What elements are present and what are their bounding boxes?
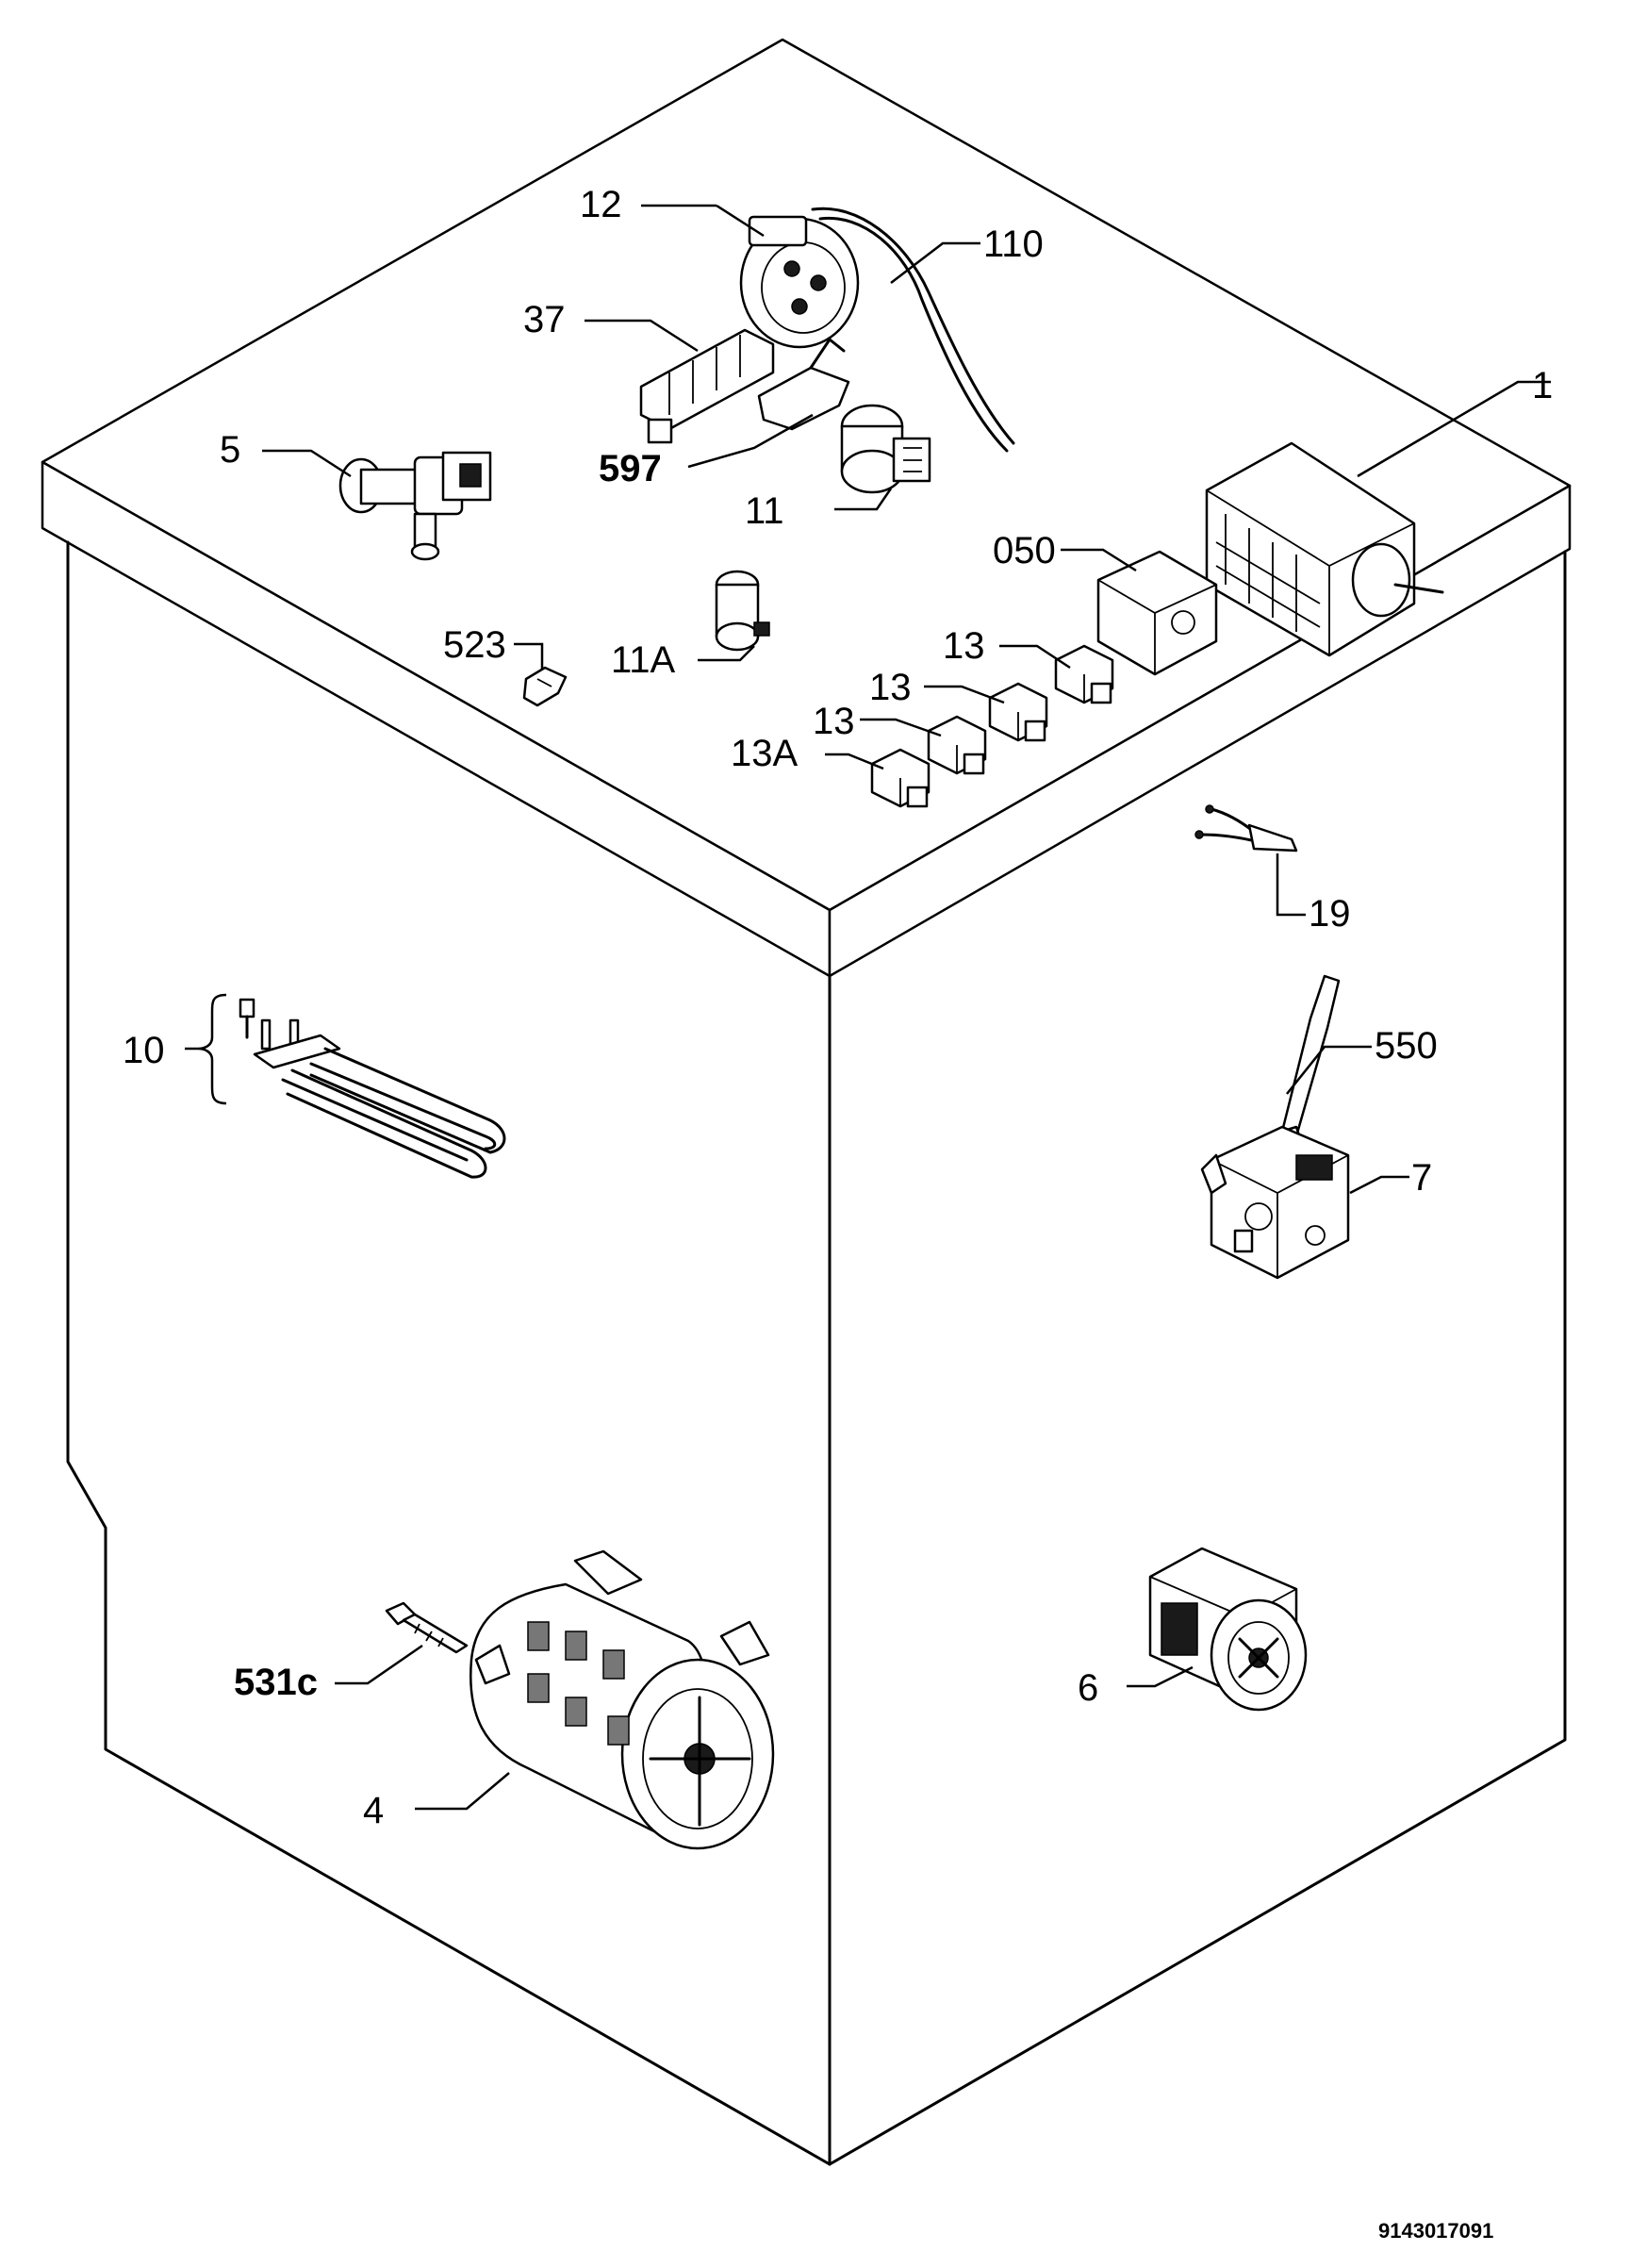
part-523-clip (522, 666, 568, 707)
part-4-motor (469, 1549, 775, 1850)
part-13-connector-1 (1054, 644, 1114, 704)
label-part-13-c: 13 (813, 701, 855, 742)
document-number: 9143017091 (1378, 2219, 1493, 2243)
label-part-4: 4 (363, 1790, 384, 1831)
part-11-capacitor (840, 404, 931, 494)
part-37-terminal-block (639, 328, 775, 444)
cabinet-left-face (66, 540, 832, 2166)
label-part-050: 050 (993, 530, 1056, 571)
label-part-37: 37 (523, 299, 566, 340)
part-12-pressure-switch (739, 207, 1015, 453)
part-050-interference-filter (1096, 550, 1218, 676)
part-13-connector-3 (927, 715, 987, 775)
cabinet-outline (41, 38, 1572, 2166)
part-11a-capacitor (715, 570, 770, 652)
part-13a-connector (870, 748, 931, 808)
part-531c-screw (385, 1601, 469, 1654)
label-part-5: 5 (220, 429, 240, 471)
part-1-timer-programmer (1205, 441, 1444, 657)
label-part-6: 6 (1078, 1667, 1098, 1709)
part-597-clip (757, 338, 850, 431)
label-part-110: 110 (983, 223, 1044, 265)
label-part-11: 11 (745, 490, 784, 532)
label-part-11a: 11A (611, 639, 676, 681)
label-part-13-b: 13 (869, 667, 912, 708)
label-part-19: 19 (1309, 893, 1351, 935)
part-labels: 1 4 5 6 7 10 11 11A 12 13 13 13 13A 19 3… (123, 184, 1553, 1831)
part-13-connector-2 (988, 682, 1048, 742)
part-10-brace (197, 993, 227, 1105)
label-part-7: 7 (1411, 1157, 1432, 1199)
label-part-13-a: 13 (943, 625, 985, 667)
part-7-door-lock (1200, 1125, 1350, 1280)
label-part-597: 597 (599, 448, 662, 489)
label-part-1: 1 (1532, 365, 1553, 406)
label-part-523: 523 (443, 624, 506, 666)
part-10-heating-element (239, 998, 506, 1179)
part-6-drain-pump (1148, 1547, 1308, 1712)
part-5-solenoid-valve (338, 451, 492, 561)
cabinet-right-face (828, 550, 1567, 2166)
part-19-sensor (1194, 804, 1298, 853)
label-part-13a: 13A (731, 733, 798, 774)
label-part-550: 550 (1375, 1025, 1438, 1067)
label-part-12: 12 (580, 184, 622, 225)
label-part-10: 10 (123, 1030, 165, 1071)
label-part-531c: 531c (234, 1662, 318, 1703)
